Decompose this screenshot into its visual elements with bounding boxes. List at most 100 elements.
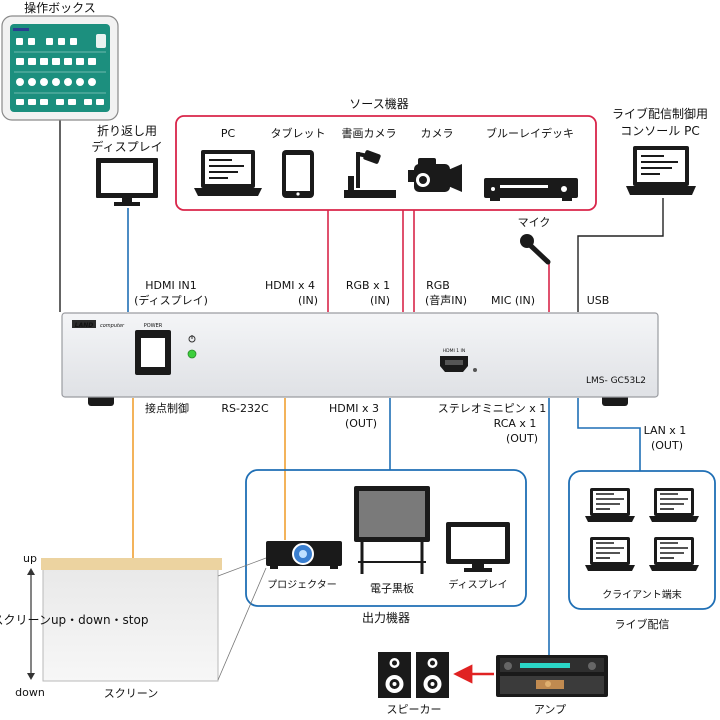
source-label-doc-camera: 書画カメラ bbox=[342, 126, 397, 140]
screen-up-label: up bbox=[23, 552, 37, 565]
source-label-tablet: タブレット bbox=[271, 126, 326, 140]
screen-label: スクリーン bbox=[104, 687, 158, 700]
port-hdmi-in1-sub: (ディスプレイ) bbox=[134, 293, 208, 307]
port-contact-control: 接点制御 bbox=[145, 401, 189, 415]
streaming-title: ライブ配信 bbox=[615, 617, 670, 631]
device-model: LMS- GC53L2 bbox=[586, 376, 646, 386]
screen-group: up down スクリーンup・down・stop スクリーン bbox=[0, 552, 267, 700]
microphone: マイク bbox=[518, 216, 551, 265]
brand-sub: computer bbox=[100, 323, 125, 329]
whiteboard-icon bbox=[354, 486, 430, 574]
loopback-display: 折り返し用 ディスプレイ bbox=[91, 123, 163, 206]
output-label-display: ディスプレイ bbox=[448, 578, 507, 591]
port-rca: RCA x 1 bbox=[494, 417, 537, 430]
bottom-port-labels: 接点制御 RS-232C HDMI x 3 (OUT) ステレオミニピン x 1… bbox=[145, 401, 686, 452]
power-icon bbox=[188, 335, 196, 343]
arrow-down-icon bbox=[27, 673, 35, 680]
screen-surface bbox=[42, 568, 219, 682]
monitor-icon bbox=[96, 158, 158, 206]
speaker-icon bbox=[416, 652, 449, 698]
source-devices-group: ソース機器 PC タブレット 書画カメラ カメラ ブルーレイデッキ bbox=[175, 96, 597, 211]
port-lan-out: (OUT) bbox=[651, 439, 683, 452]
stream-pc-label-2: コンソール PC bbox=[620, 124, 699, 138]
port-usb: USB bbox=[587, 294, 610, 307]
screen-down-label: down bbox=[15, 686, 45, 699]
port-rgb-x1: RGB x 1 bbox=[346, 279, 390, 292]
port-hdmi-x3: HDMI x 3 bbox=[329, 402, 379, 415]
port-audio-out: (OUT) bbox=[506, 432, 538, 445]
laptop-icon bbox=[649, 488, 699, 522]
amp-group: アンプ bbox=[496, 655, 608, 716]
port-lan-x1: LAN x 1 bbox=[644, 424, 687, 437]
speaker-label: スピーカー bbox=[387, 703, 442, 716]
loopback-label-2: ディスプレイ bbox=[91, 139, 162, 154]
document-camera-icon bbox=[344, 150, 396, 198]
display-icon bbox=[446, 522, 510, 572]
output-devices-group: 出力機器 プロジェクター 電子黒板 ディスプレイ bbox=[245, 469, 527, 625]
bluray-deck-icon bbox=[484, 178, 578, 201]
port-rgb-audio-sub: (音声IN) bbox=[425, 293, 467, 307]
port-mic-in: MIC (IN) bbox=[491, 294, 535, 307]
control-panel bbox=[10, 24, 110, 112]
output-label-whiteboard: 電子黒板 bbox=[370, 581, 414, 595]
port-rgb-audio: RGB bbox=[426, 279, 450, 292]
streaming-frame bbox=[568, 470, 716, 610]
device-chassis bbox=[61, 312, 659, 398]
port-hdmi-x4-sub: (IN) bbox=[298, 294, 318, 307]
main-device: LAND computer POWER HDMI 1 IN LMS- GC53L… bbox=[61, 312, 659, 406]
sources-title: ソース機器 bbox=[349, 96, 408, 111]
port-hdmi-in1: HDMI IN1 bbox=[145, 279, 196, 292]
screw-icon bbox=[473, 368, 477, 372]
output-label-projector: プロジェクター bbox=[267, 579, 337, 591]
stream-console-pc: ライブ配信制御用 コンソール PC bbox=[612, 106, 708, 195]
microphone-icon bbox=[520, 234, 551, 265]
brand-name: LAND bbox=[75, 322, 93, 329]
speakers-group: スピーカー bbox=[378, 652, 449, 716]
power-led bbox=[187, 349, 197, 359]
projection-line-bottom bbox=[217, 567, 267, 681]
top-port-labels: HDMI IN1 (ディスプレイ) HDMI x 4 (IN) RGB x 1 … bbox=[134, 279, 609, 307]
amplifier-icon bbox=[496, 655, 608, 697]
client-laptops bbox=[585, 488, 699, 571]
projector-icon bbox=[266, 541, 342, 569]
speaker-icon bbox=[378, 652, 411, 698]
projection-line-top bbox=[217, 557, 267, 577]
source-label-pc: PC bbox=[221, 127, 236, 140]
laptop-icon bbox=[194, 150, 262, 196]
amp-label: アンプ bbox=[534, 703, 566, 716]
live-streaming-group: ライブ配信 クライアント端末 bbox=[568, 470, 716, 631]
loopback-label-1: 折り返し用 bbox=[97, 123, 157, 138]
port-rs232c: RS-232C bbox=[221, 402, 269, 415]
screen-control-label: スクリーンup・down・stop bbox=[0, 613, 148, 627]
port-hdmi-x3-sub: (OUT) bbox=[345, 417, 377, 430]
outputs-frame bbox=[245, 469, 527, 607]
tablet-icon bbox=[282, 150, 314, 198]
arrow-up-icon bbox=[27, 568, 35, 575]
port-stereo-mini: ステレオミニピン x 1 bbox=[438, 402, 547, 415]
usb-line bbox=[577, 198, 664, 312]
power-label: POWER bbox=[144, 323, 163, 329]
connection-lines bbox=[59, 118, 664, 656]
source-label-camera: カメラ bbox=[421, 127, 454, 140]
sources-frame bbox=[175, 115, 597, 211]
control-box-title: 操作ボックス bbox=[24, 0, 96, 15]
control-buttons bbox=[13, 28, 106, 105]
lan-line bbox=[577, 398, 641, 471]
video-camera-icon bbox=[408, 158, 462, 192]
source-label-bluray: ブルーレイデッキ bbox=[486, 126, 574, 140]
mic-label: マイク bbox=[518, 216, 551, 229]
laptop-icon bbox=[585, 488, 635, 522]
brand-badge bbox=[72, 320, 96, 328]
hdmi-port-label: HDMI 1 IN bbox=[443, 348, 465, 354]
control-box: 操作ボックス bbox=[1, 0, 119, 121]
laptop-icon bbox=[649, 537, 699, 571]
port-rgb-x1-sub: (IN) bbox=[370, 294, 390, 307]
screen-housing bbox=[41, 558, 222, 570]
laptop-icon bbox=[626, 146, 696, 195]
port-hdmi-x4: HDMI x 4 bbox=[265, 279, 315, 292]
laptop-icon bbox=[585, 537, 635, 571]
outputs-title: 出力機器 bbox=[362, 610, 410, 625]
client-label: クライアント端末 bbox=[602, 588, 682, 601]
power-button-face bbox=[141, 338, 165, 367]
